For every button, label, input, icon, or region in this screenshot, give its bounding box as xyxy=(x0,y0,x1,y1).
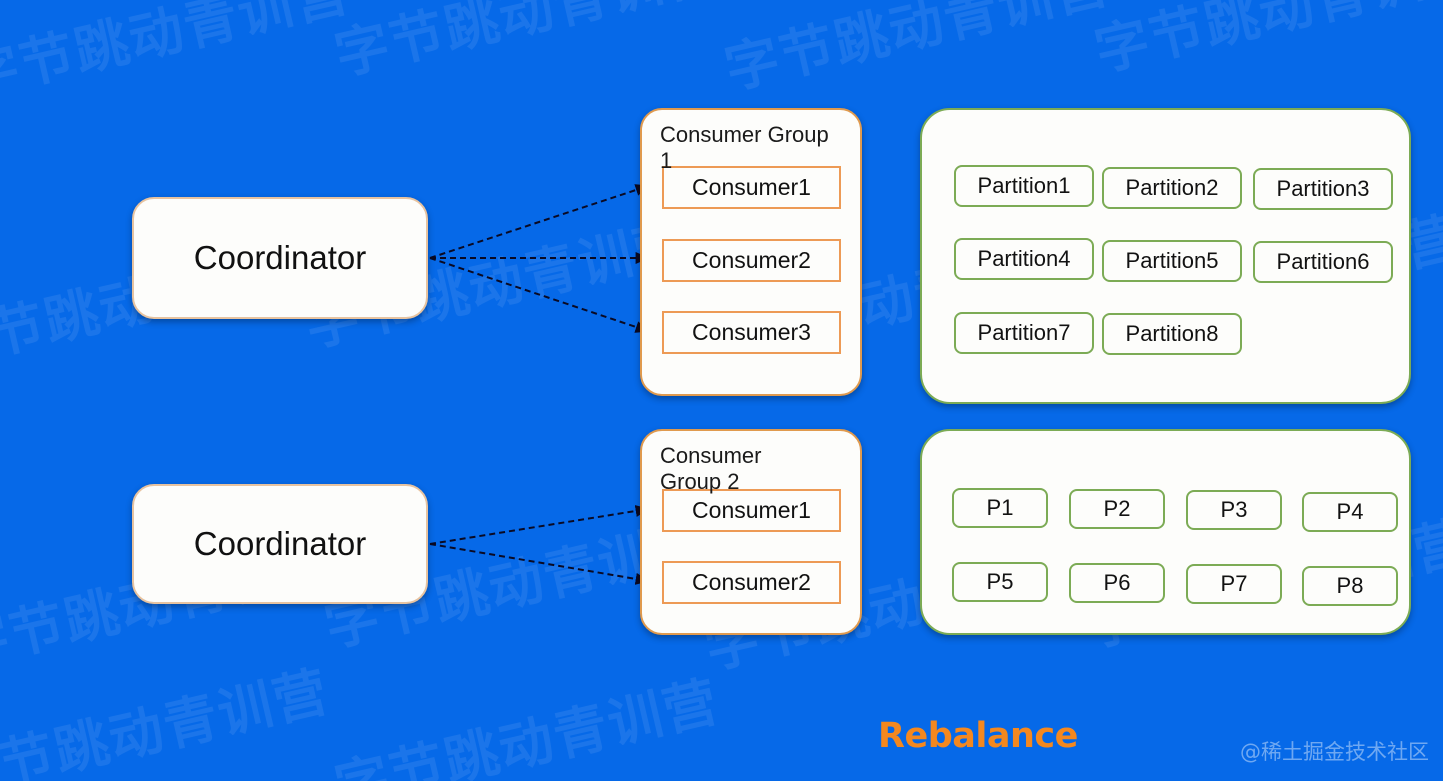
partition-label: P1 xyxy=(986,495,1014,520)
partition-panel-short: P1 P2 P3 P4 P5 P6 P7 P8 xyxy=(920,429,1411,635)
partition-label: P6 xyxy=(1103,570,1131,595)
partition-short-item-4[interactable]: P4 xyxy=(1302,492,1398,532)
coordinator-bottom-box[interactable]: Coordinator xyxy=(132,484,428,604)
consumer-label: Consumer1 xyxy=(692,174,811,200)
consumer-group-1-consumer-1[interactable]: Consumer1 xyxy=(662,166,841,209)
partition-item-2[interactable]: Partition2 xyxy=(1102,167,1242,209)
partition-label: Partition5 xyxy=(1125,248,1219,273)
partition-label: P2 xyxy=(1103,496,1131,521)
coordinator-top-label: Coordinator xyxy=(193,239,367,276)
partition-item-7[interactable]: Partition7 xyxy=(954,312,1094,354)
partition-label: Partition6 xyxy=(1276,249,1370,274)
watermark-text: 字节跳动青训营 xyxy=(0,0,356,110)
partition-short-item-1[interactable]: P1 xyxy=(952,488,1048,528)
consumer-group-2-title: Consumer Group 2 xyxy=(660,443,762,494)
partition-item-1[interactable]: Partition1 xyxy=(954,165,1094,207)
coordinator-top-box[interactable]: Coordinator xyxy=(132,197,428,319)
consumer-group-1-consumer-2[interactable]: Consumer2 xyxy=(662,239,841,282)
partition-short-item-8[interactable]: P8 xyxy=(1302,566,1398,606)
partition-label: Partition3 xyxy=(1276,176,1370,201)
partition-short-item-3[interactable]: P3 xyxy=(1186,490,1282,530)
arrow-coordinator1-to-consumer1 xyxy=(429,184,650,259)
partition-item-3[interactable]: Partition3 xyxy=(1253,168,1393,210)
partition-label: Partition4 xyxy=(977,246,1071,271)
partition-label: P7 xyxy=(1220,571,1248,596)
watermark-text: 字节跳动青训营 xyxy=(329,669,726,781)
partition-item-4[interactable]: Partition4 xyxy=(954,238,1094,280)
partition-label: Partition7 xyxy=(977,320,1071,345)
consumer-label: Consumer3 xyxy=(692,319,811,345)
consumer-group-2-consumer-1[interactable]: Consumer1 xyxy=(662,489,841,532)
arrow-coordinator2-to-consumer1 xyxy=(429,505,650,545)
consumer-label: Consumer2 xyxy=(692,247,811,273)
rebalance-caption: Rebalance xyxy=(878,716,1078,756)
partition-item-8[interactable]: Partition8 xyxy=(1102,313,1242,355)
watermark-text: 字节跳动青训营 xyxy=(0,659,336,781)
consumer-group-2-box[interactable]: Consumer Group 2 Consumer1 Consumer2 xyxy=(640,429,862,635)
consumer-label: Consumer2 xyxy=(692,569,811,595)
partition-short-item-2[interactable]: P2 xyxy=(1069,489,1165,529)
partition-panel-full: Partition1 Partition2 Partition3 Partiti… xyxy=(920,108,1411,404)
partition-label: P4 xyxy=(1336,499,1364,524)
partition-short-item-5[interactable]: P5 xyxy=(952,562,1048,602)
partition-label: Partition8 xyxy=(1125,321,1219,346)
watermark-text: 字节跳动青训营 xyxy=(329,0,726,88)
partition-label: Partition1 xyxy=(977,173,1071,198)
consumer-group-1-title: Consumer Group 1 xyxy=(660,122,829,173)
watermark-text: 字节跳动青训营 xyxy=(1089,0,1443,84)
partition-short-item-7[interactable]: P7 xyxy=(1186,564,1282,604)
partition-short-item-6[interactable]: P6 xyxy=(1069,563,1165,603)
consumer-label: Consumer1 xyxy=(692,497,811,523)
attribution-watermark: @稀土掘金技术社区 xyxy=(1240,740,1429,764)
arrow-coordinator2-to-consumer2 xyxy=(429,543,650,585)
partition-item-6[interactable]: Partition6 xyxy=(1253,241,1393,283)
consumer-group-1-box[interactable]: Consumer Group 1 Consumer1 Consumer2 Con… xyxy=(640,108,862,396)
watermark-text: 字节跳动青训营 xyxy=(719,0,1116,102)
partition-label: P8 xyxy=(1336,573,1364,598)
partition-item-5[interactable]: Partition5 xyxy=(1102,240,1242,282)
arrow-coordinator1-to-consumer3 xyxy=(429,257,650,333)
partition-label: Partition2 xyxy=(1125,175,1219,200)
consumer-group-1-consumer-3[interactable]: Consumer3 xyxy=(662,311,841,354)
partition-label: P5 xyxy=(986,569,1014,594)
partition-label: P3 xyxy=(1220,497,1248,522)
coordinator-bottom-label: Coordinator xyxy=(193,525,367,562)
consumer-group-2-consumer-2[interactable]: Consumer2 xyxy=(662,561,841,604)
